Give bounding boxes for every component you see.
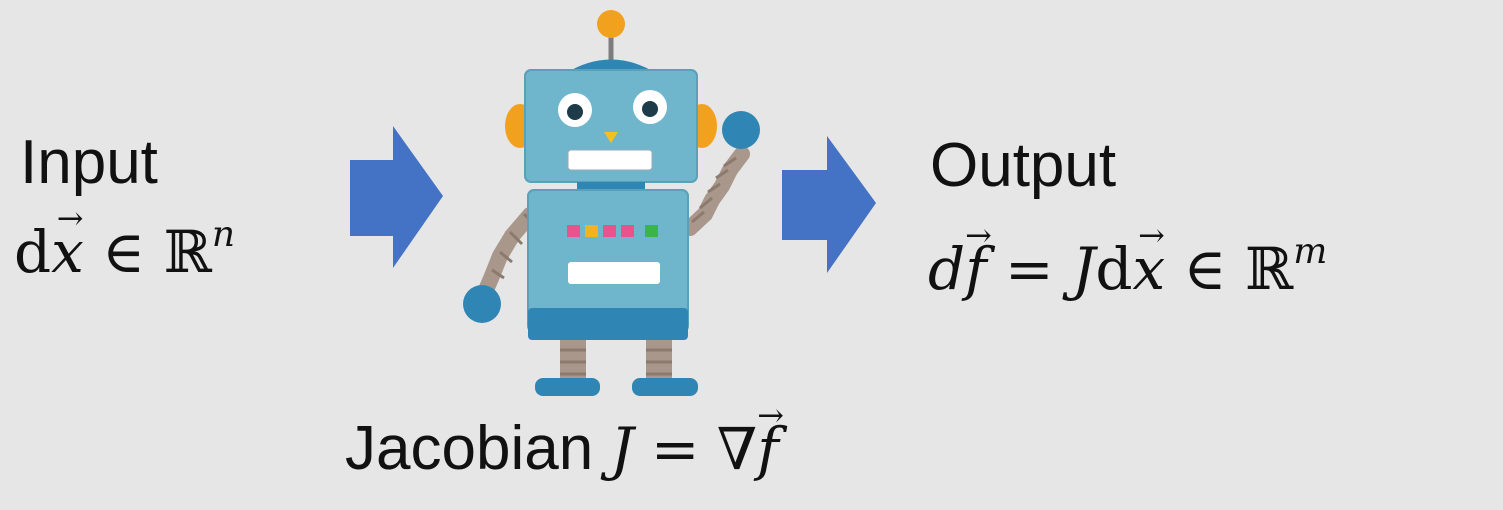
input-title: Input bbox=[20, 128, 158, 197]
output-arrow bbox=[782, 136, 876, 273]
output-space: ℝ bbox=[1245, 235, 1294, 303]
caption-equals: = bbox=[650, 415, 700, 483]
caption-J: J bbox=[610, 415, 634, 483]
output-jacobian: J bbox=[1072, 235, 1096, 303]
output-x-vector: x bbox=[1133, 240, 1166, 298]
caption-text: Jacobian bbox=[345, 414, 594, 483]
antenna-ball bbox=[597, 10, 625, 38]
output-in-symbol: ∈ bbox=[1183, 235, 1227, 303]
caption-f-vector: f bbox=[757, 420, 778, 478]
caption-nabla: ∇ bbox=[716, 415, 758, 483]
input-formula: dx ∈ ℝn bbox=[14, 217, 235, 281]
output-d2: d bbox=[1095, 235, 1133, 303]
output-equals: = bbox=[1005, 235, 1054, 303]
robot-illustration bbox=[463, 10, 760, 396]
input-x-vector: x bbox=[51, 223, 84, 281]
input-space: ℝ bbox=[163, 218, 212, 286]
output-f-vector: f bbox=[965, 240, 986, 298]
jacobian-caption: Jacobian J = ∇f bbox=[345, 418, 779, 480]
input-in-symbol: ∈ bbox=[102, 218, 146, 286]
input-d: d bbox=[14, 218, 52, 286]
output-title: Output bbox=[930, 131, 1117, 200]
output-formula: df = Jdx ∈ ℝm bbox=[928, 234, 1327, 298]
input-exponent: n bbox=[211, 214, 236, 256]
input-arrow bbox=[350, 126, 443, 268]
output-exponent: m bbox=[1293, 231, 1328, 273]
output-d: d bbox=[928, 235, 966, 303]
